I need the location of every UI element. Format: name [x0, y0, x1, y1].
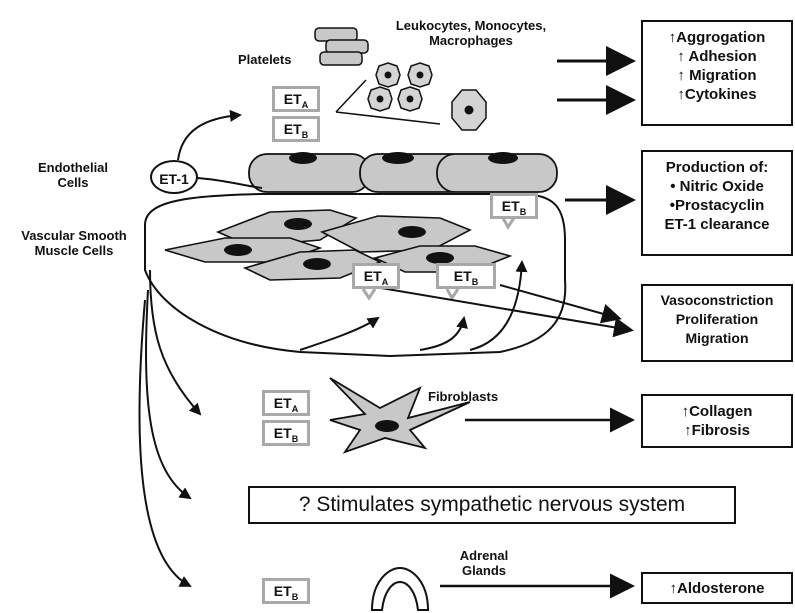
endothelial-cell-layer	[249, 152, 557, 192]
receptor-subtype: B	[292, 592, 299, 602]
sympathetic-box: ? Stimulates sympathetic nervous system	[248, 486, 736, 524]
effect-item: •Prostacyclin	[643, 196, 791, 215]
platelets-label: Platelets	[238, 52, 291, 67]
receptor-et-text: ET	[274, 395, 292, 411]
receptor-subtype: A	[292, 404, 299, 414]
leukocytes-label-line1: Leukocytes, Monocytes,	[383, 18, 559, 33]
receptor-subtype: B	[302, 130, 309, 140]
leukocytes-label: Leukocytes, Monocytes, Macrophages	[383, 18, 559, 48]
endothelial-label-line2: Cells	[28, 175, 118, 190]
vsmc-label: Vascular Smooth Muscle Cells	[4, 228, 144, 258]
endothelial-etb-receptor: ETB	[490, 193, 538, 219]
effect-item: • Nitric Oxide	[643, 177, 791, 196]
receptor-et-text: ET	[364, 268, 382, 284]
adrenal-label-line1: Adrenal	[444, 548, 524, 563]
receptor-et-text: ET	[502, 198, 520, 214]
effect-item: ↑ Migration	[643, 66, 791, 85]
vsmc-label-line2: Muscle Cells	[4, 243, 144, 258]
effect-item: ↑ Adhesion	[643, 47, 791, 66]
endothelial-label-line1: Endothelial	[28, 160, 118, 175]
receptor-et-text: ET	[274, 425, 292, 441]
receptor-et-text: ET	[284, 91, 302, 107]
receptor-et-text: ET	[454, 268, 472, 284]
receptor-et-text: ET	[284, 121, 302, 137]
adrenal-effects-box: ↑Aldosterone	[641, 572, 793, 604]
effect-item: ↑Aldosterone	[643, 579, 791, 598]
vsmc-effects-box: Vasoconstriction Proliferation Migration	[641, 284, 793, 362]
vsmc-label-line1: Vascular Smooth	[4, 228, 144, 243]
fibroblast-eta-receptor: ETA	[262, 390, 310, 416]
effect-item: ↑Cytokines	[643, 85, 791, 104]
smc-eta-receptor: ETA	[352, 263, 400, 289]
receptor-et-text: ET	[274, 583, 292, 599]
effect-item: ET-1 clearance	[643, 215, 791, 234]
endothelial-effects-box: Production of: • Nitric Oxide •Prostacyc…	[641, 150, 793, 256]
receptor-subtype: A	[382, 277, 389, 287]
effect-item: Proliferation	[643, 310, 791, 329]
platelet-etb-receptor: ETB	[272, 116, 320, 142]
receptor-subtype: B	[292, 434, 299, 444]
leukocytes-label-line2: Macrophages	[383, 33, 559, 48]
fibroblast-effects-box: ↑Collagen ↑Fibrosis	[641, 394, 793, 448]
adrenal-label-line2: Glands	[444, 563, 524, 578]
platelet-shapes	[315, 28, 368, 65]
effect-item: ↑Aggrogation	[643, 28, 791, 47]
receptor-subtype: B	[472, 277, 479, 287]
effect-item: ↑Fibrosis	[643, 421, 791, 440]
effect-item: Vasoconstriction	[643, 291, 791, 310]
leukocyte-cells	[368, 63, 486, 130]
effect-item: Migration	[643, 329, 791, 348]
leukocyte-effects-box: ↑Aggrogation ↑ Adhesion ↑ Migration ↑Cyt…	[641, 20, 793, 126]
fibroblasts-label: Fibroblasts	[428, 389, 498, 404]
receptor-subtype: A	[302, 100, 309, 110]
smc-etb-receptor: ETB	[436, 263, 496, 289]
effect-item: Production of:	[643, 158, 791, 177]
adrenal-etb-receptor: ETB	[262, 578, 310, 604]
et1-ligand: ET-1	[150, 160, 198, 194]
receptor-subtype: B	[520, 207, 527, 217]
platelet-eta-receptor: ETA	[272, 86, 320, 112]
endothelial-cells-label: Endothelial Cells	[28, 160, 118, 190]
effect-item: ↑Collagen	[643, 402, 791, 421]
adrenal-glands-label: Adrenal Glands	[444, 548, 524, 578]
fibroblast-etb-receptor: ETB	[262, 420, 310, 446]
